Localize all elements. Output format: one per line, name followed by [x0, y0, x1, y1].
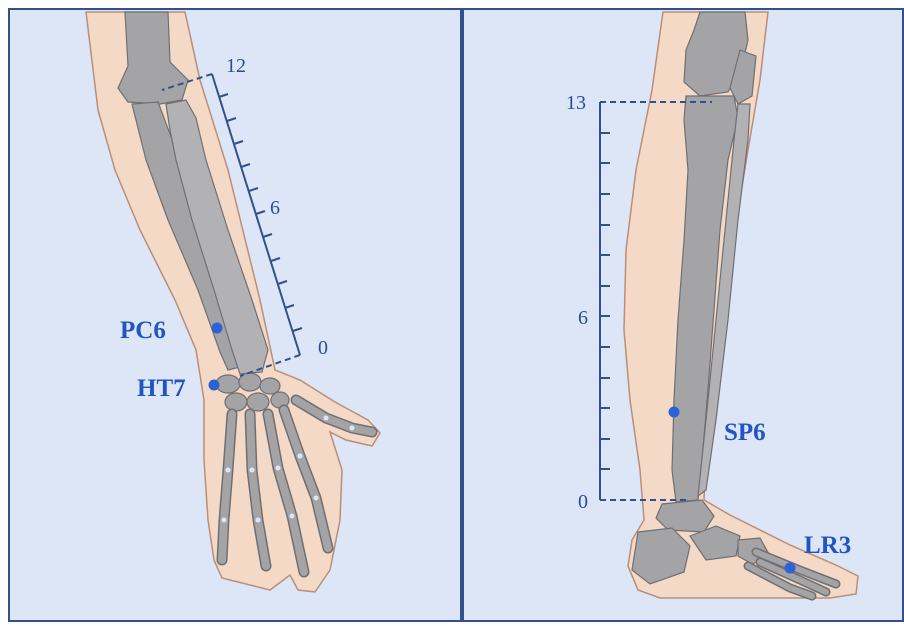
- acupoint-sp6-label: SP6: [724, 419, 766, 446]
- femur-bone: [684, 12, 756, 104]
- acupoint-lr3-marker: [785, 563, 796, 574]
- arm-panel: 12 6 0 PC6 HT7: [9, 9, 461, 621]
- acupoint-lr3-label: LR3: [804, 532, 851, 559]
- leg-scale-label-bottom: 0: [578, 491, 588, 513]
- arm-scale-label-top: 12: [226, 55, 246, 77]
- acupoint-pc6-label: PC6: [120, 317, 166, 344]
- leg-scale-label-mid: 6: [578, 307, 588, 329]
- leg-panel: 13 6 0 SP6 LR3: [463, 9, 903, 621]
- acupoint-ht7-label: HT7: [137, 375, 186, 402]
- acupoint-ht7-marker: [209, 380, 220, 391]
- arm-scale-label-bottom: 0: [318, 337, 328, 359]
- acupoint-sp6-marker: [669, 407, 680, 418]
- arm-scale-label-mid: 6: [270, 197, 280, 219]
- acupoint-pc6-marker: [212, 323, 223, 334]
- leg-scale-label-top: 13: [566, 92, 586, 114]
